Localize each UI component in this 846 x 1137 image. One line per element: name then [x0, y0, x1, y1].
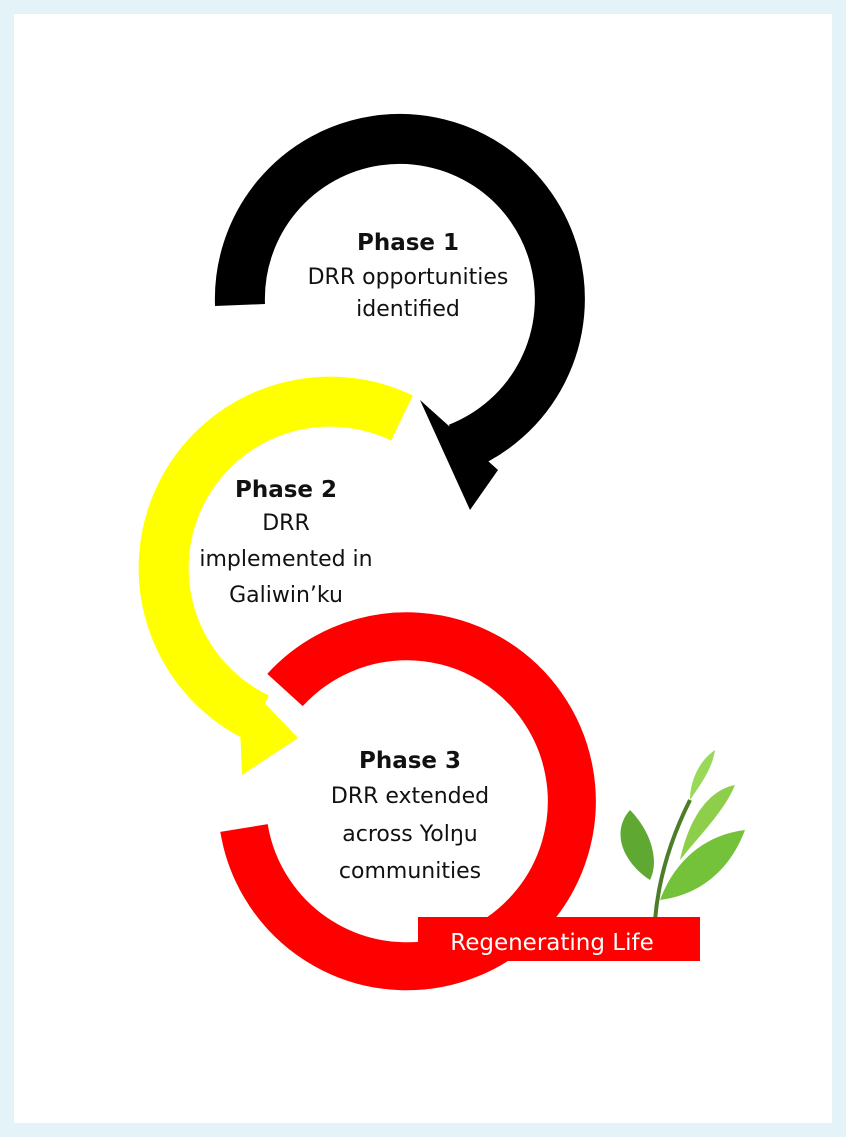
leaf-sprout-icon: [620, 750, 745, 921]
phase-1-line-2: identified: [356, 297, 460, 322]
phase-2-line-1: DRR: [262, 511, 310, 536]
phase-2-text: Phase 2 DRR implemented in Galiwin’ku: [199, 477, 372, 608]
phase-1-arrowhead: [420, 400, 498, 510]
phase-2-arrow: [138, 376, 413, 775]
phase-1-title: Phase 1: [357, 230, 459, 256]
phase-2-line-3: Galiwin’ku: [229, 583, 343, 608]
phase-3-line-1: DRR extended: [331, 784, 489, 809]
badge-background: [418, 917, 700, 961]
badge-label: Regenerating Life: [450, 930, 653, 956]
phase-3-text: Phase 3 DRR extended across Yolŋu commun…: [331, 748, 489, 884]
phase-3-ring: [220, 612, 596, 991]
phase-3-line-3: communities: [339, 859, 481, 884]
phase-3-line-2: across Yolŋu: [342, 822, 478, 847]
phase-2-title: Phase 2: [235, 477, 337, 503]
phase-3-title: Phase 3: [359, 748, 461, 774]
phase-2-arrowhead: [238, 675, 298, 775]
phase-1-line-1: DRR opportunities: [308, 265, 509, 290]
phase-2-line-2: implemented in: [199, 547, 372, 572]
phase-1-text: Phase 1 DRR opportunities identified: [308, 230, 509, 322]
phase-1-arrow: [214, 113, 585, 510]
regenerating-life-badge: Regenerating Life: [418, 917, 700, 961]
